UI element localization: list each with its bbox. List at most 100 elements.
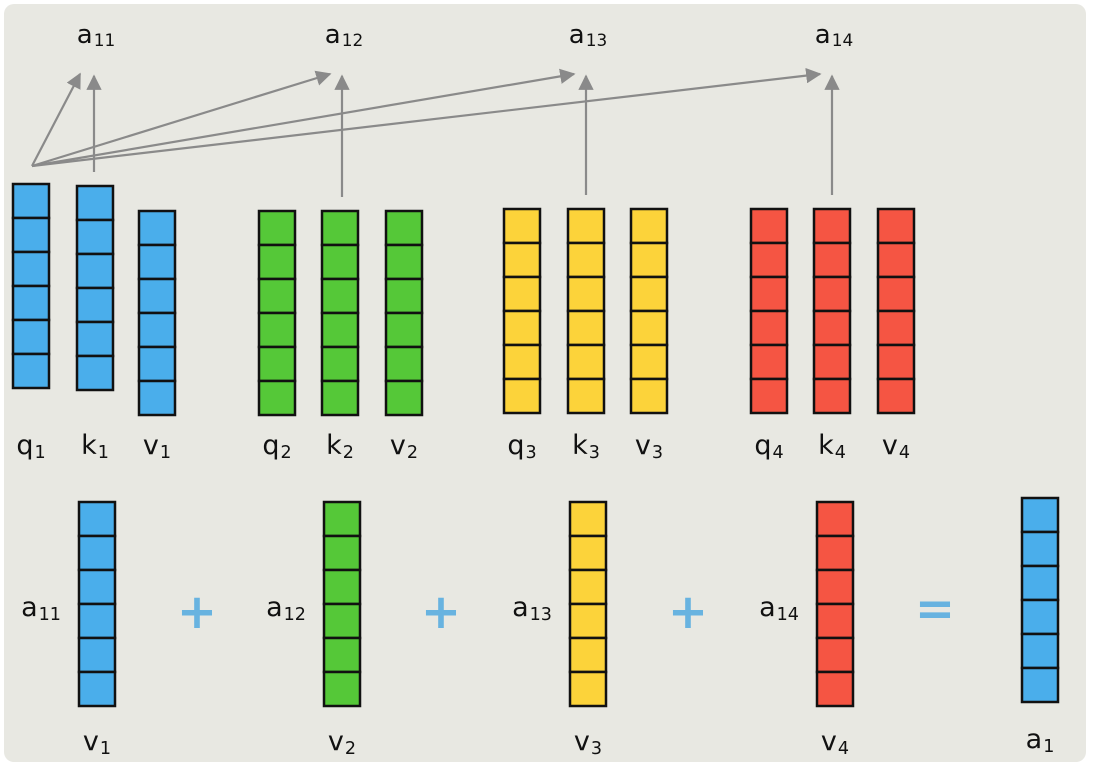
vector-label-v3: v3 bbox=[634, 430, 663, 461]
vector-cell bbox=[257, 379, 297, 417]
vector-cell bbox=[629, 207, 669, 245]
label-base: k bbox=[818, 430, 834, 461]
vector-cell bbox=[137, 277, 177, 315]
vector-cell bbox=[815, 568, 855, 606]
vector-cell bbox=[812, 241, 852, 279]
equals-operator: = bbox=[914, 581, 956, 637]
vector-k1 bbox=[75, 184, 115, 392]
vector-cell bbox=[77, 636, 117, 674]
vector-cell bbox=[1020, 632, 1060, 670]
vector-cell bbox=[812, 377, 852, 415]
vector-cell bbox=[75, 354, 115, 392]
label-subscript: 4 bbox=[834, 442, 846, 463]
vector-cell bbox=[320, 379, 360, 417]
result-vector-a1 bbox=[1020, 496, 1060, 704]
label-subscript: 3 bbox=[651, 442, 664, 463]
vector-cell bbox=[629, 343, 669, 381]
vector-cell bbox=[812, 275, 852, 313]
vector-cell bbox=[77, 534, 117, 572]
label-base: v bbox=[634, 430, 651, 461]
label-base: v bbox=[389, 430, 406, 461]
vector-cell bbox=[815, 500, 855, 538]
vector-label-q2: q2 bbox=[262, 430, 291, 461]
vector-cell bbox=[815, 602, 855, 640]
label-subscript: 2 bbox=[342, 442, 354, 463]
label-subscript: 4 bbox=[837, 738, 850, 759]
label-subscript: 1 bbox=[97, 442, 109, 463]
arrow-q1-to-a11 bbox=[31, 72, 81, 167]
vector-label-v2: v2 bbox=[389, 430, 418, 461]
vector-v2 bbox=[384, 209, 424, 417]
vector-q4 bbox=[749, 207, 789, 415]
vector-cell bbox=[322, 602, 362, 640]
vector-cell bbox=[876, 207, 916, 245]
bottom-vector-label-v1: v1 bbox=[83, 728, 111, 757]
vector-label-k2: k2 bbox=[326, 432, 354, 461]
vector-label-q1: q1 bbox=[16, 430, 45, 461]
label-subscript: 2 bbox=[344, 738, 357, 759]
vector-label-k3: k3 bbox=[572, 432, 600, 461]
label-base: q bbox=[754, 430, 772, 461]
plus-operator: + bbox=[667, 584, 709, 640]
vector-v3 bbox=[629, 207, 669, 415]
vector-cell bbox=[77, 670, 117, 708]
vector-cell bbox=[75, 218, 115, 256]
vector-cell bbox=[257, 277, 297, 315]
vector-cell bbox=[566, 377, 606, 415]
vector-cell bbox=[384, 209, 424, 247]
weighted-vector-v2 bbox=[322, 500, 362, 708]
label-subscript: 3 bbox=[590, 738, 603, 759]
vector-cell bbox=[629, 309, 669, 347]
label-subscript: 1 bbox=[159, 442, 172, 463]
label-base: a bbox=[266, 592, 283, 623]
vector-cell bbox=[137, 243, 177, 281]
vector-label-v4: v4 bbox=[882, 432, 910, 461]
vector-label-k1: k1 bbox=[81, 432, 109, 461]
vector-cell bbox=[568, 534, 608, 572]
vector-k4 bbox=[812, 207, 852, 415]
bottom-vector-label-v4: v4 bbox=[820, 726, 849, 757]
plus-operator: + bbox=[176, 584, 218, 640]
plus-operator: + bbox=[420, 584, 462, 640]
label-base: a bbox=[568, 20, 585, 50]
attention-label-a14: a14 bbox=[814, 20, 853, 50]
label-base: v bbox=[573, 726, 590, 757]
vector-cell bbox=[75, 184, 115, 222]
vector-v1 bbox=[137, 209, 177, 417]
vector-cell bbox=[566, 343, 606, 381]
vector-cell bbox=[257, 209, 297, 247]
vector-cell bbox=[322, 534, 362, 572]
vector-cell bbox=[384, 311, 424, 349]
vector-label-k4: k4 bbox=[818, 430, 846, 461]
vector-cell bbox=[876, 275, 916, 313]
label-subscript: 11 bbox=[93, 30, 116, 51]
attention-label-a11: a11 bbox=[77, 22, 116, 51]
label-base: a bbox=[814, 20, 831, 50]
attention-label-a12: a12 bbox=[325, 22, 363, 49]
weight-label-a14: a14 bbox=[759, 594, 799, 623]
vector-cell bbox=[322, 636, 362, 674]
vector-cell bbox=[77, 500, 117, 538]
vector-cell bbox=[568, 568, 608, 606]
vector-cell bbox=[257, 311, 297, 349]
vector-cell bbox=[502, 207, 542, 245]
vector-label-v1: v1 bbox=[143, 432, 171, 461]
label-subscript: 1 bbox=[99, 738, 112, 759]
vector-cell bbox=[320, 209, 360, 247]
vector-cell bbox=[812, 207, 852, 245]
label-base: a bbox=[21, 592, 38, 623]
vector-cell bbox=[749, 207, 789, 245]
label-base: q bbox=[16, 430, 34, 461]
vector-cell bbox=[566, 275, 606, 313]
vector-k2 bbox=[320, 209, 360, 417]
vector-cell bbox=[566, 241, 606, 279]
vector-cell bbox=[876, 241, 916, 279]
vector-cell bbox=[1020, 496, 1060, 534]
vector-cell bbox=[749, 377, 789, 415]
label-base: v bbox=[820, 726, 837, 757]
label-base: q bbox=[262, 430, 280, 461]
vector-cell bbox=[749, 275, 789, 313]
vector-cell bbox=[812, 343, 852, 381]
vector-cell bbox=[629, 377, 669, 415]
vector-cell bbox=[137, 209, 177, 247]
